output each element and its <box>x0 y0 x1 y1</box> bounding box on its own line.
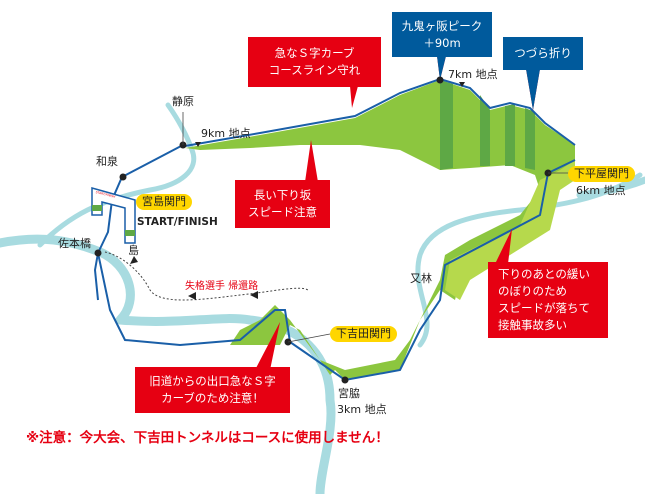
start-finish-gate <box>91 187 136 244</box>
callout-line: コースライン守れ <box>268 63 361 77</box>
marker-6km: 6km 地点 <box>576 184 626 197</box>
callout-line: 下りのあとの緩い <box>498 267 590 281</box>
place-miyawaki: 宮脇 <box>338 387 360 400</box>
callout-line: 接触事故多い <box>498 318 567 332</box>
callout-line: 長い下り坂 <box>253 188 312 202</box>
callout-line: スピードが落ちて <box>498 301 590 315</box>
callout-line: 九鬼ヶ阪ピーク <box>401 18 483 33</box>
checkpoint-shimohiraya: 下平屋関門 <box>568 166 635 182</box>
callout-line: のぼりのため <box>498 284 567 298</box>
callout-line: 急なＳ字カーブ <box>274 46 355 60</box>
callout-line: スピード注意 <box>248 205 317 219</box>
callout-gentle-climb: 下りのあとの緩い のぼりのため スピードが落ちて 接触事故多い <box>488 262 608 338</box>
callout-s-curve: 急なＳ字カーブ コースライン守れ <box>248 37 381 87</box>
callout-tsuzura: つづら折り <box>503 37 583 70</box>
callout-line: ＋90m <box>423 35 461 50</box>
marker-9km: 9km 地点 <box>201 127 251 140</box>
callout-line: 旧道からの出口急なＳ字 <box>149 374 276 388</box>
marker-7km: 7km 地点 <box>448 68 498 81</box>
callout-line: つづら折り <box>514 46 572 60</box>
return-route-label: 失格選手 帰還路 <box>185 281 259 292</box>
callout-long-downhill: 長い下り坂 スピード注意 <box>235 180 330 228</box>
callout-line: カーブのため注意！ <box>161 391 264 405</box>
marker-3km: 3km 地点 <box>337 403 387 416</box>
notice-text: ※注意：今大会、下吉田トンネルはコースに使用しません！ <box>26 430 389 446</box>
place-matabayashi: 又林 <box>410 272 432 285</box>
checkpoint-shimoyoshida: 下吉田関門 <box>330 326 397 342</box>
place-izumi: 和泉 <box>96 155 118 168</box>
checkpoint-miyajima: 宮島関門 <box>136 194 192 210</box>
callout-old-road: 旧道からの出口急なＳ字 カーブのため注意！ <box>135 367 290 413</box>
place-shima: 島 <box>128 244 139 257</box>
callout-peak: 九鬼ヶ阪ピーク ＋90m <box>392 12 492 57</box>
place-samotobashi: 佐本橋 <box>58 237 91 250</box>
place-shizuhara: 静原 <box>172 95 194 108</box>
start-finish-label: START/FINISH <box>137 216 218 228</box>
